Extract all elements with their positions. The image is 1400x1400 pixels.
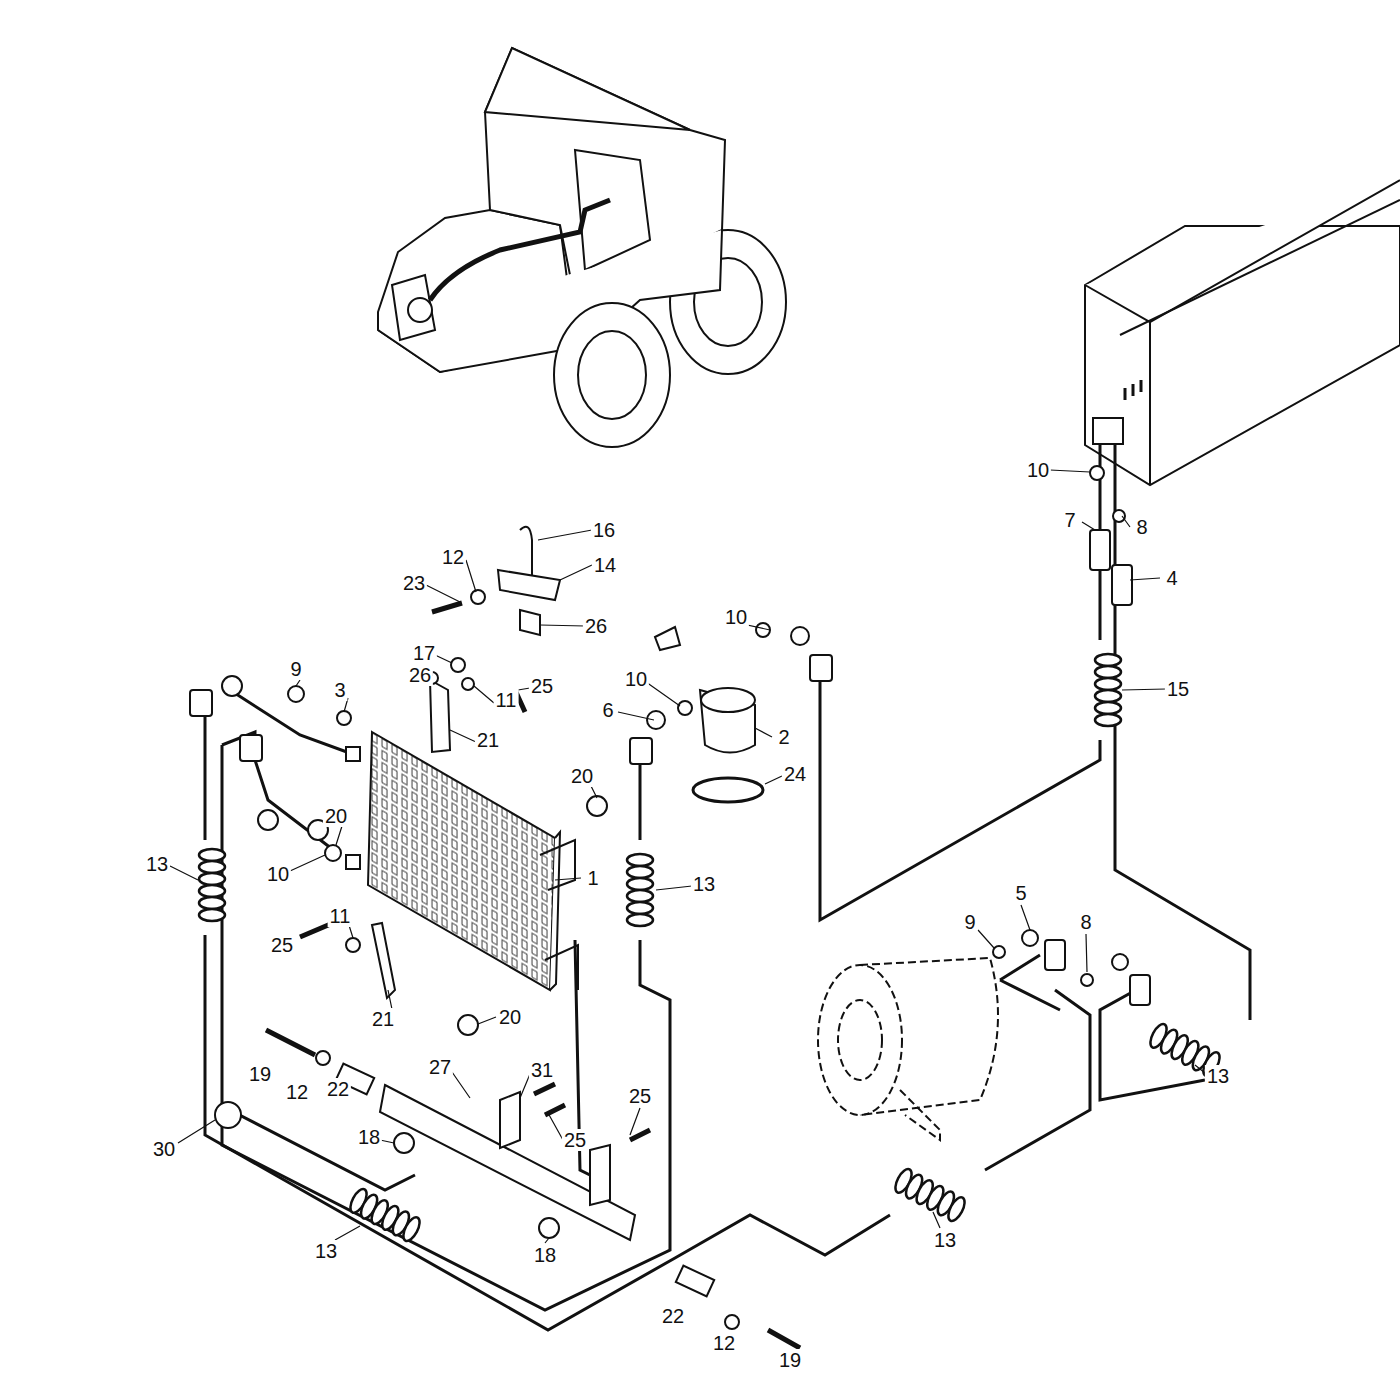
callout-number: 9 <box>288 658 303 680</box>
callout-number: 7 <box>1062 509 1077 531</box>
callout-number: 21 <box>475 729 501 751</box>
callout-number: 25 <box>529 675 555 697</box>
callout-number: 26 <box>583 615 609 637</box>
hose-spiral <box>199 654 1223 1243</box>
callout-number: 10 <box>1025 459 1051 481</box>
callout-number: 12 <box>440 546 466 568</box>
callout-number: 17 <box>411 642 437 664</box>
callout-number: 13 <box>932 1229 958 1251</box>
callout-number: 18 <box>532 1244 558 1266</box>
callout-number: 12 <box>711 1332 737 1354</box>
callout-number: 16 <box>591 519 617 541</box>
leader-line <box>170 470 1205 1243</box>
callout-number: 13 <box>691 873 717 895</box>
callout-number: 20 <box>569 765 595 787</box>
callout-number: 13 <box>1205 1065 1231 1087</box>
callout-number: 26 <box>407 664 433 686</box>
callout-number: 25 <box>627 1085 653 1107</box>
callout-number: 23 <box>401 572 427 594</box>
callout-number: 3 <box>332 679 347 701</box>
callout-number: 22 <box>325 1078 351 1100</box>
callout-number: 13 <box>313 1240 339 1262</box>
hose-fitting <box>190 530 1150 1128</box>
machine-overview <box>378 48 786 447</box>
heater-unit <box>1085 180 1400 485</box>
callout-number: 8 <box>1134 516 1149 538</box>
callout-number: 9 <box>962 911 977 933</box>
callout-number: 8 <box>1078 911 1093 933</box>
callout-number: 20 <box>323 805 349 827</box>
callout-number: 24 <box>782 763 808 785</box>
callout-number: 13 <box>144 853 170 875</box>
callout-number: 1 <box>585 867 600 889</box>
callout-number: 30 <box>151 1138 177 1160</box>
callout-number: 5 <box>1013 882 1028 904</box>
callout-number: 19 <box>247 1063 273 1085</box>
callout-number: 6 <box>600 699 615 721</box>
hose-line <box>205 445 1250 1330</box>
callout-number: 14 <box>592 554 618 576</box>
callout-number: 31 <box>529 1059 555 1081</box>
callout-number: 10 <box>623 668 649 690</box>
bracket <box>372 570 635 1240</box>
callout-number: 12 <box>284 1081 310 1103</box>
callout-number: 10 <box>265 863 291 885</box>
callout-number: 18 <box>356 1126 382 1148</box>
callout-number: 27 <box>427 1056 453 1078</box>
callout-number: 25 <box>562 1129 588 1151</box>
callout-number: 15 <box>1165 678 1191 700</box>
callout-number: 10 <box>723 606 749 628</box>
callout-number: 11 <box>494 689 519 711</box>
callout-number: 11 <box>328 905 353 927</box>
callout-number: 4 <box>1164 567 1179 589</box>
callout-number: 2 <box>776 726 791 748</box>
fastener <box>266 466 1125 1348</box>
compressor <box>818 958 998 1140</box>
callout-number: 20 <box>497 1006 523 1028</box>
callout-number: 19 <box>777 1349 803 1371</box>
callout-number: 21 <box>370 1008 396 1030</box>
callout-number: 25 <box>269 934 295 956</box>
callout-number: 22 <box>660 1305 686 1327</box>
